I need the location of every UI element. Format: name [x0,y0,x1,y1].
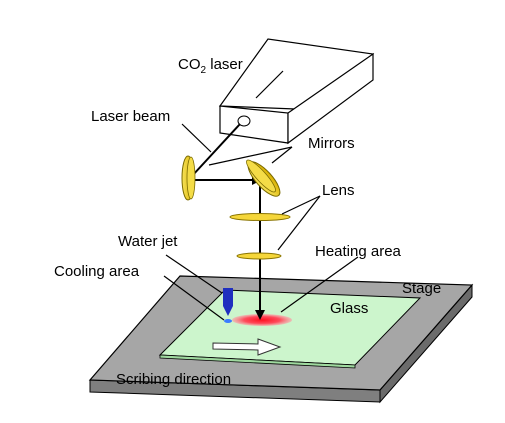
laser-box-front [219,105,289,144]
glass-front-edge [159,354,356,369]
stage-label: Stage [402,280,441,297]
co2-laser-label: CO2 laser [178,56,243,76]
laser-beam-label: Laser beam [91,108,170,125]
leader-lines [163,70,359,321]
glass-label: Glass [330,300,368,317]
laser-aperture [237,115,251,127]
mirror-left [181,155,196,201]
lens-lower [236,252,282,260]
cooling-area-label: Cooling area [54,263,140,280]
mirror-right [246,159,281,197]
laser-beam-path [191,123,261,318]
cooling-area-spot [224,319,232,323]
mirrors-label: Mirrors [308,135,355,152]
water-jet-label: Water jet [118,233,178,250]
lens-upper [229,213,291,221]
heating-area-label: Heating area [315,243,402,260]
right-arrow-icon [212,338,282,356]
laser-box-side [287,52,374,145]
co2-laser-box [218,38,375,145]
heating-area-spot [232,314,292,326]
scribing-direction-label: Scribing direction [116,371,231,388]
beam-arrowhead-down [255,310,265,320]
lens-label: Lens [322,182,355,199]
water-jet-nozzle [223,288,233,316]
